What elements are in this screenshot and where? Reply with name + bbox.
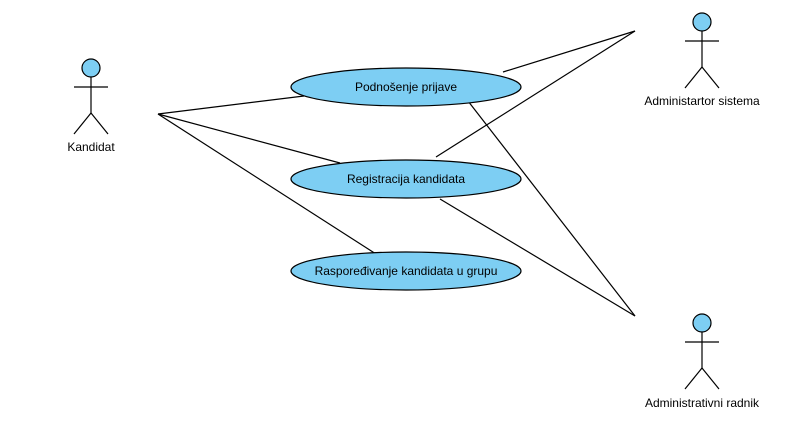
actor-head — [692, 12, 712, 32]
actor-left-leg — [684, 66, 703, 89]
association-kandidat-registracija — [157, 113, 341, 164]
actor-label: Administrativni radnik — [645, 396, 760, 410]
association-kandidat-rasporedjivanje — [157, 113, 377, 255]
use-case-ellipse[interactable] — [290, 67, 522, 107]
actor-right-leg — [701, 66, 720, 89]
actor-left-leg — [73, 112, 92, 135]
association-admin-radnik-podnosenje — [467, 100, 636, 317]
actor-right-leg — [90, 112, 109, 135]
actor-admin-radnik[interactable]: Administrativni radnik — [645, 313, 760, 410]
actors: Kandidat Administartor sistemaAdministrat… — [67, 12, 760, 410]
use-case-registracija[interactable]: Registracija kandidata — [290, 159, 522, 199]
association-admin-sistema-podnosenje — [502, 30, 636, 73]
use-case-rasporedjivanje[interactable]: Raspoređivanje kandidata u grupu — [290, 251, 522, 291]
use-case-label: Raspoređivanje kandidata u grupu — [315, 264, 498, 278]
actor-right-leg — [701, 367, 720, 390]
actor-admin-sistema[interactable]: Administartor sistema — [644, 12, 760, 108]
association-admin-radnik-registracija — [439, 198, 636, 317]
use-case-ellipse[interactable] — [290, 251, 522, 291]
actor-left-leg — [684, 367, 703, 390]
actor-label: Kandidat — [67, 140, 115, 154]
use-case-label: Podnošenje prijave — [355, 80, 457, 94]
actor-kandidat[interactable]: Kandidat — [67, 58, 115, 154]
association-kandidat-podnosenje — [157, 95, 305, 115]
associations — [157, 30, 636, 317]
association-admin-sistema-registracija — [435, 30, 636, 158]
use-case-ellipse[interactable] — [290, 159, 522, 199]
actor-head — [81, 58, 101, 78]
use-case-podnosenje[interactable]: Podnošenje prijave — [290, 67, 522, 107]
actor-head — [692, 313, 712, 333]
use-case-label: Registracija kandidata — [347, 172, 465, 186]
actor-label: Administartor sistema — [644, 94, 760, 108]
